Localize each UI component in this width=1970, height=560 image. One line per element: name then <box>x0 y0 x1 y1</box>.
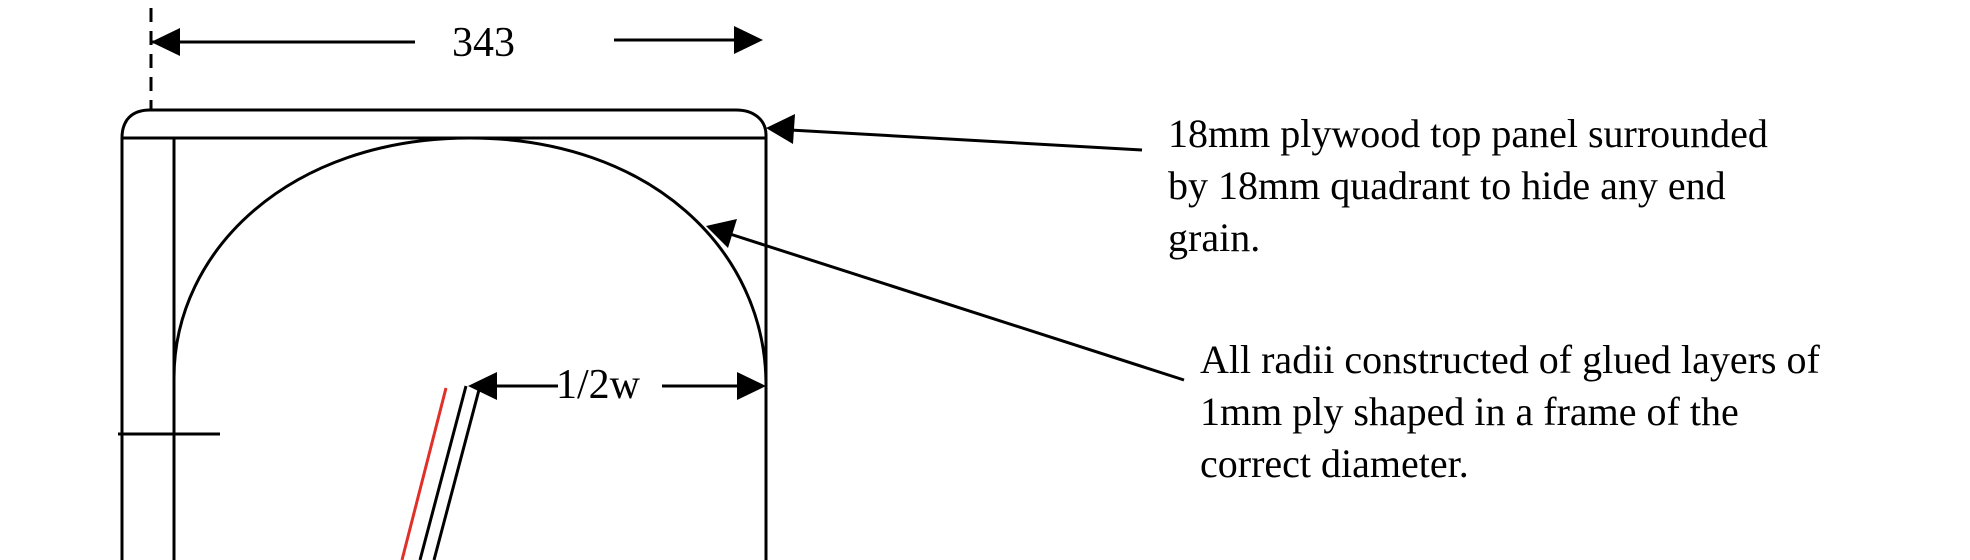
half-width-arrowhead-right <box>737 372 766 400</box>
width-arrowhead-left <box>151 28 180 56</box>
radii-leader <box>729 232 1185 382</box>
annotation-line: correct diameter. <box>1200 441 1469 486</box>
radii-annotation: All radii constructed of glued layers of… <box>1200 334 1820 490</box>
annotation-line: by 18mm quadrant to hide any end <box>1168 163 1726 208</box>
annotation-line: 18mm plywood top panel surrounded <box>1168 111 1768 156</box>
slanted-line-2 <box>432 385 482 560</box>
slanted-line-1 <box>418 385 468 560</box>
top-panel-leader <box>789 128 1143 152</box>
annotation-line: 1mm ply shaped in a frame of the <box>1200 389 1739 434</box>
top-panel-annotation: 18mm plywood top panel surrounded by 18m… <box>1168 108 1768 264</box>
annotation-line: All radii constructed of glued layers of <box>1200 337 1820 382</box>
top-panel <box>120 108 768 139</box>
width-dimension-label: 343 <box>452 20 515 66</box>
top-panel-leader-arrowhead <box>766 114 795 144</box>
slanted-red-line <box>400 387 448 560</box>
half-width-arrowhead-left <box>468 372 497 400</box>
radius-arch <box>172 136 768 386</box>
width-arrowhead-right <box>734 26 763 54</box>
annotation-line: grain. <box>1168 215 1261 260</box>
radii-leader-arrowhead <box>706 219 737 248</box>
half-width-label: 1/2w <box>556 362 641 408</box>
